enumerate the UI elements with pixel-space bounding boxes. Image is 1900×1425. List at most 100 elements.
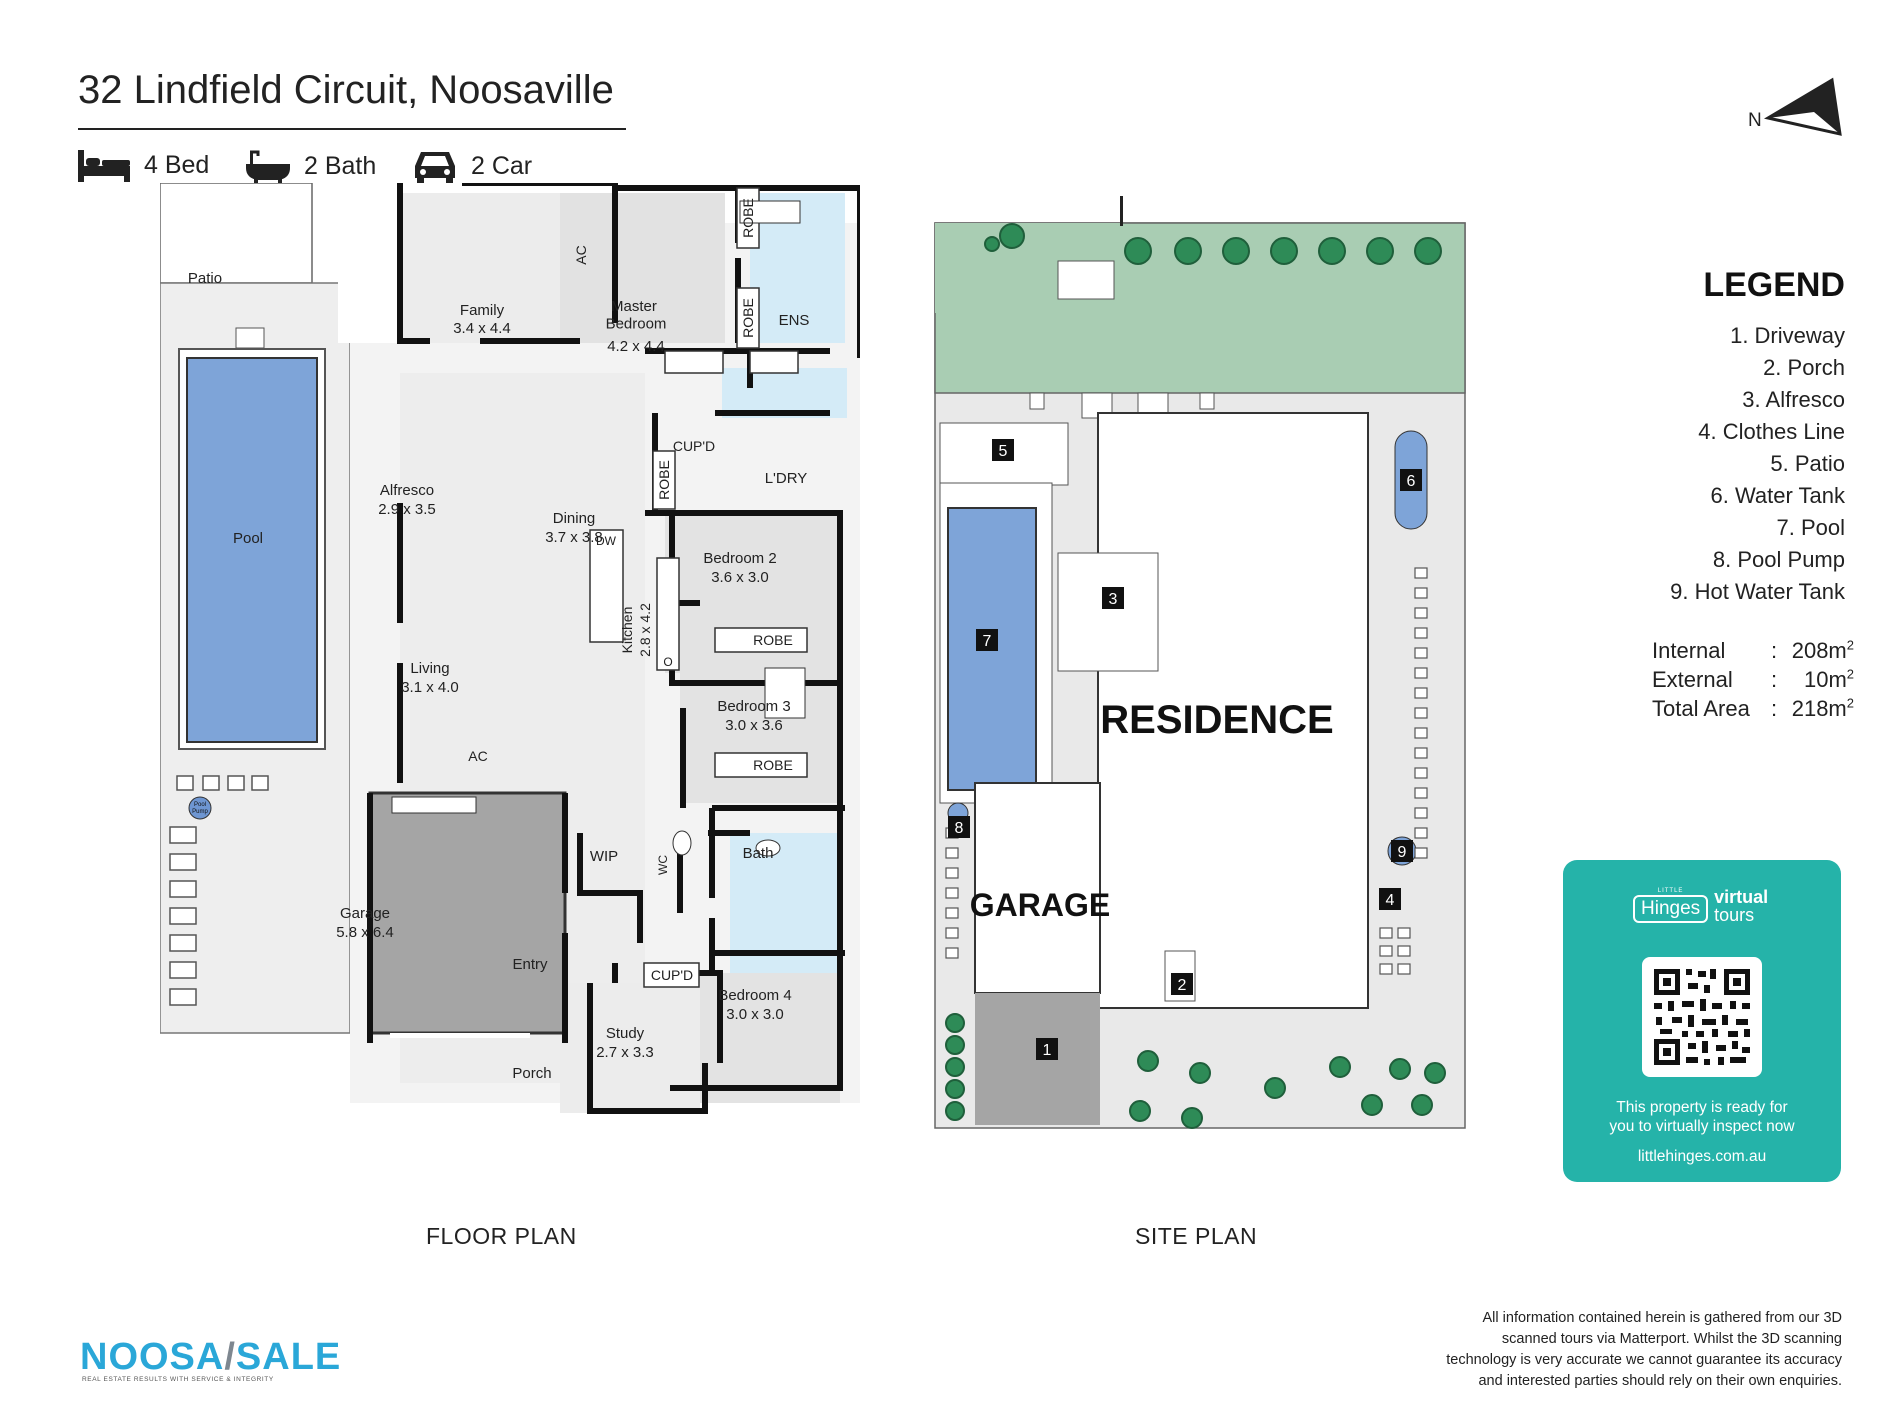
fixture-cupboard-study: CUP'D	[651, 967, 693, 983]
fixture-oven: O	[663, 655, 672, 669]
area-separator: :	[1770, 667, 1778, 692]
marker-4: 4	[1386, 892, 1395, 909]
fixture-cupboard-laundry: CUP'D	[673, 438, 715, 454]
room-master-bedroom-size: 4.2 x 4.4	[607, 338, 665, 355]
legend-item: 3. Alfresco	[1742, 387, 1845, 412]
area-row-total: Total Area: 218m2	[1652, 694, 1854, 723]
disclaimer: All information contained herein is gath…	[1446, 1310, 1842, 1389]
fixture-ac-master: AC	[573, 245, 589, 264]
area-value: 10m2	[1803, 666, 1854, 692]
noosa4sale-logo: NOOSA/SALE	[80, 1336, 341, 1379]
qr-code-icon	[1654, 969, 1750, 1065]
bed-icon	[78, 150, 130, 182]
room-garage: Garage	[340, 905, 390, 922]
trees-bottom	[945, 1013, 1446, 1129]
room-study-size: 2.7 x 3.3	[596, 1044, 654, 1061]
virtual-tour-card[interactable]: LITTLE Hinges virtual tours	[1563, 860, 1841, 1182]
virtual-tour-message: This property is ready for you to virtua…	[1609, 1099, 1795, 1135]
area-summary: Internal: 208m2 External: 10m2 Total Are…	[1652, 636, 1854, 723]
legend-item: 7. Pool	[1776, 515, 1846, 540]
fixture-robe-bedroom-4: ROBE	[753, 757, 793, 773]
logo-little: LITTLE	[1657, 888, 1684, 894]
room-dining-size: 3.7 x 3.8	[545, 529, 603, 546]
legend-title: LEGEND	[1703, 266, 1845, 304]
marker-8: 8	[955, 820, 964, 837]
area-separator: :	[1770, 696, 1778, 721]
feature-bed-label: 4 Bed	[144, 150, 210, 179]
site-plan-caption: SITE PLAN	[1135, 1223, 1258, 1249]
room-living-size: 3.1 x 4.0	[401, 679, 459, 696]
north-arrow: N	[1748, 76, 1844, 143]
room-master-bedroom: Master Bedroom	[606, 298, 667, 332]
north-arrow-icon: N	[1748, 77, 1842, 136]
room-family-size: 3.4 x 4.4	[453, 320, 511, 337]
kitchen-island	[589, 529, 624, 643]
room-wc: WC	[656, 855, 670, 875]
qr-code[interactable]	[1642, 957, 1762, 1077]
marker-5: 5	[999, 443, 1008, 460]
room-pool: Pool	[233, 530, 263, 547]
marker-2: 2	[1178, 977, 1187, 994]
legend-item: 4. Clothes Line	[1698, 419, 1845, 444]
legend-item: 1. Driveway	[1730, 323, 1845, 348]
fixture-robe-master-1: ROBE	[740, 198, 756, 238]
area-label: External	[1652, 667, 1733, 692]
feature-car-label: 2 Car	[471, 151, 533, 180]
legend-list: 1. Driveway 2. Porch 3. Alfresco 4. Clot…	[1560, 320, 1845, 608]
residence-label: RESIDENCE	[1100, 698, 1333, 742]
residence-footprint	[1097, 412, 1369, 1009]
garage-label: GARAGE	[970, 887, 1110, 923]
room-kitchen: Kitchen	[619, 607, 635, 654]
fixture-ac-living: AC	[468, 748, 487, 764]
pool	[186, 357, 318, 743]
legend-item: 5. Patio	[1770, 451, 1845, 476]
brand-part-1: NOOSA	[80, 1336, 225, 1378]
brand-divider-icon: /	[224, 1336, 236, 1378]
marker-7: 7	[983, 633, 992, 650]
area-label: Total Area	[1652, 696, 1750, 721]
area-value: 208m2	[1791, 637, 1854, 663]
room-family: Family	[460, 302, 505, 319]
area-row-internal: Internal: 208m2	[1652, 636, 1854, 665]
site-pavers	[945, 567, 1428, 975]
room-patio: Patio	[188, 270, 222, 287]
room-bedroom-2: Bedroom 2	[703, 550, 776, 567]
marker-1: 1	[1043, 1042, 1052, 1059]
room-alfresco-size: 2.9 x 3.5	[378, 501, 436, 518]
site-plan: RESIDENCE GARAGE 1 2 3 4 5 6 7 8 9	[934, 196, 1466, 1129]
room-bedroom-3: Bedroom 3	[717, 698, 790, 715]
legend-item: 2. Porch	[1763, 355, 1845, 380]
room-dining: Dining	[553, 510, 596, 527]
marker-6: 6	[1407, 473, 1416, 490]
legend-item: 8. Pool Pump	[1712, 547, 1845, 572]
room-alfresco: Alfresco	[380, 482, 434, 499]
room-kitchen-size: 2.8 x 4.2	[637, 603, 653, 657]
page-title: 32 Lindfield Circuit, Noosaville	[78, 68, 614, 112]
room-bath: Bath	[743, 845, 774, 862]
patio-area	[160, 183, 313, 284]
brand-tagline: REAL ESTATE RESULTS WITH SERVICE & INTEG…	[82, 1376, 274, 1383]
feature-bath-label: 2 Bath	[304, 151, 377, 180]
marker-9: 9	[1398, 844, 1407, 861]
virtual-tour-url[interactable]: littlehinges.com.au	[1637, 1148, 1767, 1165]
room-bedroom-2-size: 3.6 x 3.0	[711, 569, 769, 586]
pavers-pool	[169, 775, 269, 1006]
legend-item: 6. Water Tank	[1710, 483, 1845, 508]
area-row-external: External: 10m2	[1652, 665, 1854, 694]
fixture-robe-bedroom-3: ROBE	[753, 632, 793, 648]
fixture-dishwasher: DW	[596, 534, 617, 548]
room-garage-size: 5.8 x 6.4	[336, 924, 394, 941]
feature-car: 2 Car	[413, 148, 532, 184]
area-separator: :	[1770, 638, 1778, 663]
room-porch: Porch	[512, 1065, 551, 1082]
car-icon	[415, 152, 455, 184]
feature-bath: 2 Bath	[246, 148, 376, 184]
pool-pump-icon	[188, 796, 212, 820]
area-value: 218m2	[1791, 695, 1854, 721]
floor-plan-caption: FLOOR PLAN	[426, 1223, 577, 1249]
site-markers: 1 2 3 4 5 6 7 8 9	[948, 439, 1422, 1060]
room-bedroom-4: Bedroom 4	[718, 987, 791, 1004]
logo-hinges-box: LITTLE Hinges	[1633, 888, 1709, 923]
